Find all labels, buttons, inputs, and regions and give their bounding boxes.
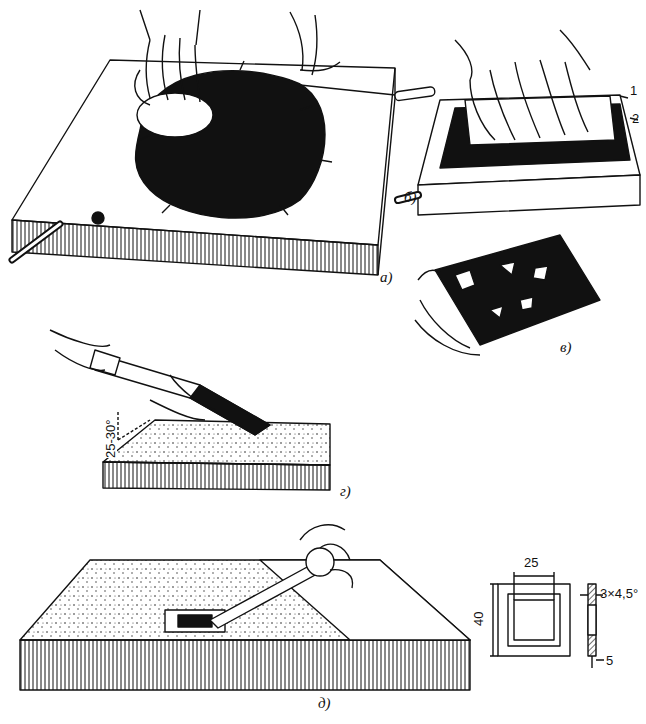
figure-label: б) — [404, 190, 417, 205]
figure-label: д) — [318, 696, 331, 711]
dimension-label: 5 — [606, 654, 613, 667]
dimension-label: 25 — [524, 556, 538, 569]
figure-label: в) — [560, 340, 572, 355]
dimension-label: 2 — [632, 112, 639, 125]
dimension-label: 1 — [630, 84, 637, 97]
figure-label: а) — [380, 270, 393, 285]
dimension-label: 40 — [472, 612, 485, 626]
figure-label: г) — [340, 484, 351, 499]
dimension-label: 3×4,5° — [600, 587, 638, 600]
dimension-label: 25-30° — [104, 420, 117, 458]
